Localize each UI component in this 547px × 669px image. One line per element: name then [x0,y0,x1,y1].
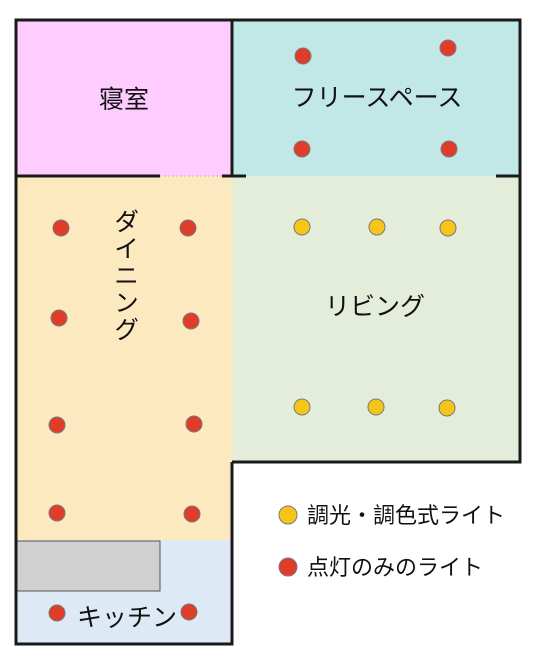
living-dimmable-light [439,219,457,237]
bedroom-area [16,20,232,176]
dining-light [182,312,200,330]
free-space-light [294,47,312,65]
kitchen-light [48,604,66,622]
dining-kitchen-outer-wall [14,176,234,646]
free-space-label: フリースペース [292,83,463,112]
living-dimmable-light [293,398,311,416]
free-space-wall [232,18,522,178]
dining-light [179,219,197,237]
legend-dimmable-label: 調光・調色式ライト [307,504,505,529]
legend: 調光・調色式ライト 点灯のみのライト [278,504,505,581]
dining-light [48,504,66,522]
dining-light [48,416,66,434]
legend-onoff-marker [278,557,298,577]
dining-label: ダイニング [111,209,140,344]
free-space-area [232,20,520,176]
dining-area [16,176,232,540]
living-dimmable-light [293,218,311,236]
legend-dimmable-marker [278,505,298,525]
dining-light [185,415,203,433]
dining-light [50,309,68,327]
kitchen-label: キッチン [77,603,177,632]
free-space-light [440,140,458,158]
living-label: リビング [325,292,425,321]
living-outer-wall [232,176,522,464]
dining-light [183,505,201,523]
legend-onoff-label: 点灯のみのライト [307,556,483,581]
bedroom-label: 寝室 [99,85,149,114]
free-space-light [439,39,457,57]
living-dimmable-light [367,398,385,416]
living-dimmable-light [368,218,386,236]
dining-light [52,219,70,237]
free-space-light [293,140,311,158]
bedroom-wall [14,18,234,178]
kitchen-counter [16,540,161,592]
living-dimmable-light [438,399,456,417]
kitchen-light [180,603,198,621]
